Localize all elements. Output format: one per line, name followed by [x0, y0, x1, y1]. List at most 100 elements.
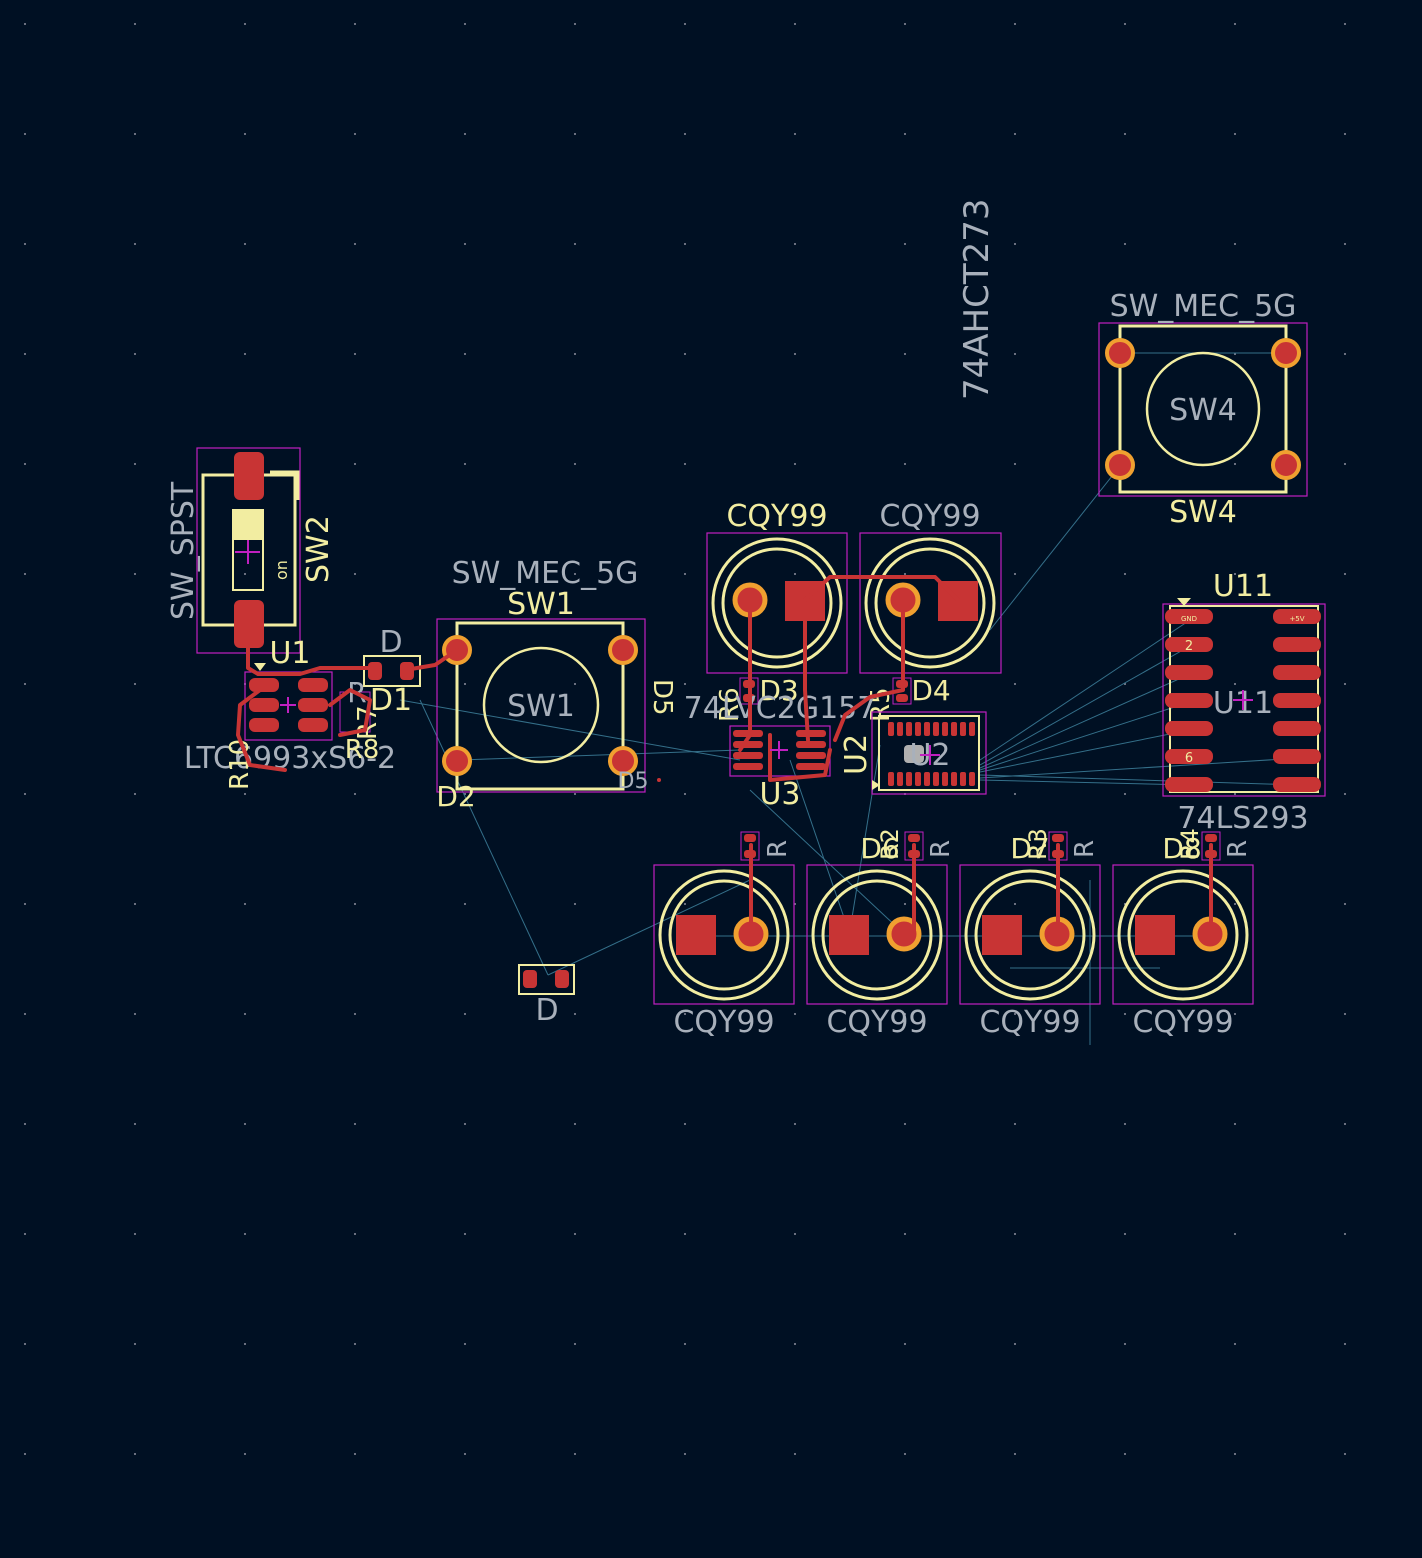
- grid-dot: [24, 463, 26, 465]
- grid-dot: [24, 353, 26, 355]
- u11-pad-label: GND: [1181, 615, 1197, 623]
- grid-dot: [574, 463, 576, 465]
- grid-dot: [354, 683, 356, 685]
- u2-pad: [960, 722, 966, 736]
- grid-dots: [24, 23, 1346, 1455]
- grid-dot: [354, 1123, 356, 1125]
- footprint-cqy99-bottom-2[interactable]: CQY99: [806, 864, 948, 1040]
- grid-dot: [244, 1343, 246, 1345]
- grid-dot: [464, 1453, 466, 1455]
- grid-dot: [1234, 1013, 1236, 1015]
- grid-dot: [794, 793, 796, 795]
- grid-dot: [904, 573, 906, 575]
- resistor-r4[interactable]: R R4 D8: [1162, 828, 1253, 865]
- d7-reference: D7: [1010, 832, 1049, 865]
- grid-dot: [1344, 903, 1346, 905]
- grid-dot: [1234, 353, 1236, 355]
- grid-dot: [134, 903, 136, 905]
- r8-reference: R8: [345, 735, 380, 765]
- resistor-r3[interactable]: R R3 D7: [1010, 828, 1100, 865]
- grid-dot: [1014, 463, 1016, 465]
- grid-dot: [574, 1123, 576, 1125]
- grid-dot: [354, 903, 356, 905]
- grid-dot: [904, 903, 906, 905]
- footprint-sw4[interactable]: SW_MEC_5G SW4 SW4: [1098, 289, 1308, 530]
- grid-dot: [244, 1233, 246, 1235]
- sw4-reference: SW4: [1169, 495, 1237, 530]
- grid-dot: [684, 1123, 686, 1125]
- grid-dot: [684, 903, 686, 905]
- sw4-inner-label: SW4: [1169, 393, 1237, 428]
- grid-dot: [1234, 1343, 1236, 1345]
- grid-dot: [1344, 1123, 1346, 1125]
- sw2-value: SW_SPST: [166, 481, 201, 620]
- grid-dot: [134, 793, 136, 795]
- grid-dot: [1124, 1013, 1126, 1015]
- r2-value: R: [926, 840, 956, 858]
- grid-dot: [354, 573, 356, 575]
- footprint-d1[interactable]: D D1: [363, 625, 421, 718]
- u2-pad: [897, 722, 903, 736]
- grid-dot: [24, 1233, 26, 1235]
- ref-74ahct273: 74AHCT273: [957, 199, 997, 401]
- grid-dot: [684, 133, 686, 135]
- grid-dot: [904, 243, 906, 245]
- grid-dot: [1234, 573, 1236, 575]
- grid-dot: [1124, 133, 1126, 135]
- grid-dot: [684, 23, 686, 25]
- footprint-u2[interactable]: U2 U2: [839, 711, 987, 795]
- footprint-u3[interactable]: 74LVC2G157 U3: [684, 691, 877, 812]
- u2-pad: [915, 772, 921, 786]
- grid-dot: [1344, 1013, 1346, 1015]
- footprint-u1[interactable]: U1 LTC6993xS6-2: [184, 636, 396, 776]
- grid-dot: [134, 1013, 136, 1015]
- grid-dot: [1014, 1013, 1016, 1015]
- grid-dot: [134, 1233, 136, 1235]
- grid-dot: [354, 1013, 356, 1015]
- via-dot: [657, 778, 661, 782]
- grid-dot: [24, 133, 26, 135]
- u11-pad2-label: 2: [1185, 639, 1193, 654]
- grid-dot: [464, 573, 466, 575]
- grid-dot: [684, 1343, 686, 1345]
- grid-dot: [794, 1343, 796, 1345]
- grid-dot: [1014, 1453, 1016, 1455]
- sw1-reference: SW1: [507, 587, 575, 622]
- grid-dot: [794, 23, 796, 25]
- grid-dot: [904, 1013, 906, 1015]
- grid-dot: [354, 1233, 356, 1235]
- footprint-d-bottom[interactable]: D: [518, 964, 575, 1028]
- grid-dot: [464, 903, 466, 905]
- grid-dot: [1014, 1233, 1016, 1235]
- resistor-r2[interactable]: R R2 D6: [860, 828, 956, 865]
- grid-dot: [24, 573, 26, 575]
- grid-dot: [134, 133, 136, 135]
- grid-dot: [464, 1013, 466, 1015]
- u2-pad: [888, 772, 894, 786]
- grid-dot: [1234, 133, 1236, 135]
- grid-dot: [574, 903, 576, 905]
- grid-dot: [684, 1453, 686, 1455]
- footprint-sw1[interactable]: SW_MEC_5G SW1 SW1: [436, 556, 646, 793]
- grid-dot: [794, 1123, 796, 1125]
- u11-pad14-label: +5V: [1289, 615, 1304, 623]
- grid-dot: [134, 573, 136, 575]
- grid-dot: [134, 1123, 136, 1125]
- u2-pad: [951, 722, 957, 736]
- grid-dot: [244, 903, 246, 905]
- grid-dot: [1014, 243, 1016, 245]
- grid-dot: [1124, 23, 1126, 25]
- grid-dot: [794, 243, 796, 245]
- grid-dot: [24, 1013, 26, 1015]
- grid-dot: [794, 573, 796, 575]
- u1-reference: U1: [269, 636, 310, 671]
- u11-value: 74LS293: [1177, 801, 1308, 836]
- d5-value-bottom: D5: [618, 769, 649, 794]
- grid-dot: [684, 353, 686, 355]
- u2-pad: [897, 772, 903, 786]
- sw2-reference: SW2: [301, 515, 336, 583]
- grid-dot: [1014, 1123, 1016, 1125]
- footprint-d4-cqy99[interactable]: CQY99: [859, 499, 1002, 674]
- cqy99-b3-value: CQY99: [979, 1005, 1080, 1040]
